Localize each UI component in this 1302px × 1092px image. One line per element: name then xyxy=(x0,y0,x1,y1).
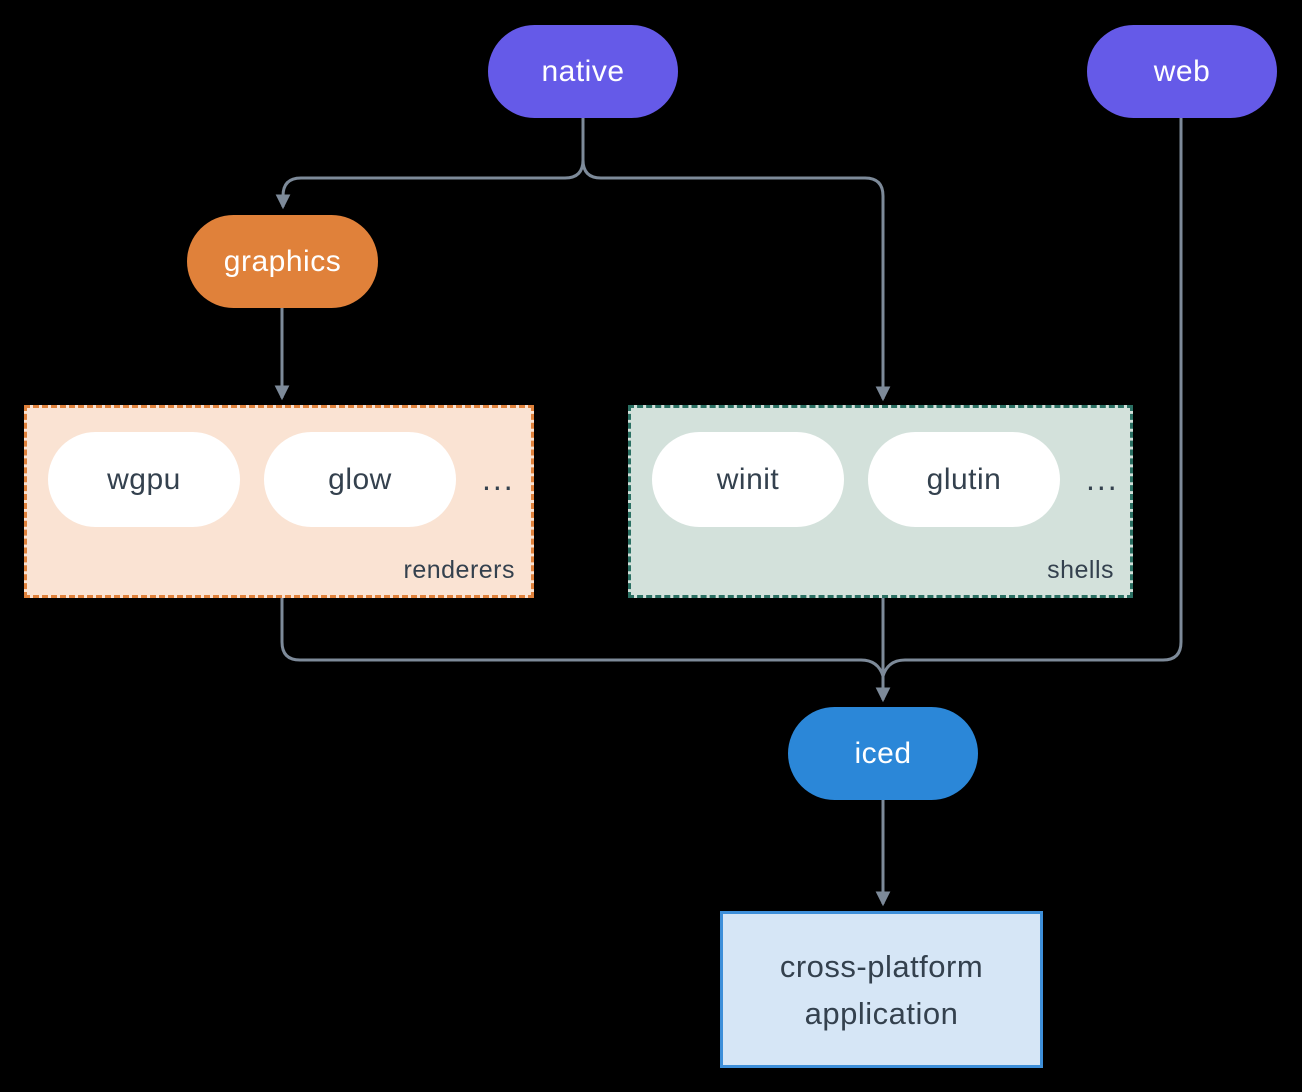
node-iced: iced xyxy=(788,707,978,800)
node-iced-label: iced xyxy=(854,736,912,770)
node-application: cross-platform application xyxy=(720,911,1043,1068)
node-web: web xyxy=(1087,25,1277,118)
edge-renderers-to-merge xyxy=(280,598,885,677)
renderers-ellipsis: ... xyxy=(482,461,515,497)
node-winit: winit xyxy=(652,432,844,527)
group-shells: winit glutin ... shells xyxy=(628,405,1133,598)
node-glow: glow xyxy=(264,432,456,527)
shells-ellipsis: ... xyxy=(1086,461,1119,497)
edge-web-to-merge xyxy=(881,118,1183,677)
node-glutin: glutin xyxy=(868,432,1060,527)
node-graphics-label: graphics xyxy=(223,244,342,278)
node-native: native xyxy=(488,25,678,118)
node-glow-label: glow xyxy=(328,462,392,496)
shells-pill-row: winit glutin ... xyxy=(652,432,1119,527)
node-application-label: cross-platform application xyxy=(779,948,984,1031)
group-renderers: wgpu glow ... renderers xyxy=(24,405,534,598)
edge-native-to-shells xyxy=(581,118,891,402)
group-shells-label: shells xyxy=(1047,556,1114,584)
node-winit-label: winit xyxy=(716,462,780,496)
node-glutin-label: glutin xyxy=(926,462,1002,496)
edge-native-to-graphics xyxy=(275,118,585,210)
group-renderers-label: renderers xyxy=(403,556,515,584)
node-native-label: native xyxy=(541,54,625,88)
node-web-label: web xyxy=(1153,54,1211,88)
node-graphics: graphics xyxy=(187,215,378,308)
renderers-pill-row: wgpu glow ... xyxy=(48,432,515,527)
node-wgpu: wgpu xyxy=(48,432,240,527)
node-wgpu-label: wgpu xyxy=(107,462,181,496)
